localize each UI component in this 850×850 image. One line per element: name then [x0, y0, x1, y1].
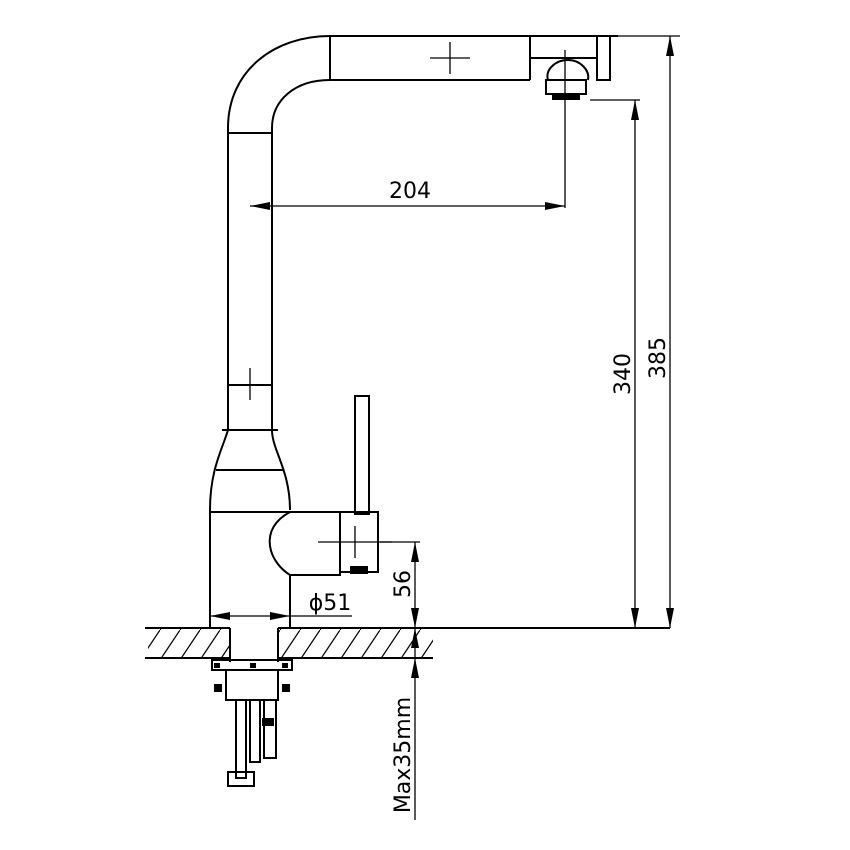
faucet-outline: [209, 35, 618, 628]
base-diameter-label: ϕ51: [309, 591, 352, 616]
max-thickness-label: Max35mm: [391, 697, 416, 813]
spout-reach-label: 204: [389, 179, 431, 204]
countertop: [145, 626, 670, 662]
dimension-spout-height: 340: [590, 99, 640, 628]
spray-head: [530, 35, 611, 100]
dimension-base-diameter: ϕ51: [210, 591, 352, 620]
spout-height-label: 340: [611, 353, 636, 395]
dimension-total-height: 385: [618, 35, 680, 628]
mounting-hardware: [211, 659, 293, 787]
dimension-spout-reach: 204: [250, 100, 566, 210]
lever-height-label: 56: [391, 570, 416, 598]
total-height-label: 385: [646, 337, 671, 379]
lever-handle: [268, 395, 392, 576]
dimension-lever-height: 56: [380, 541, 420, 628]
dimension-max-thickness: Max35mm: [391, 628, 419, 820]
